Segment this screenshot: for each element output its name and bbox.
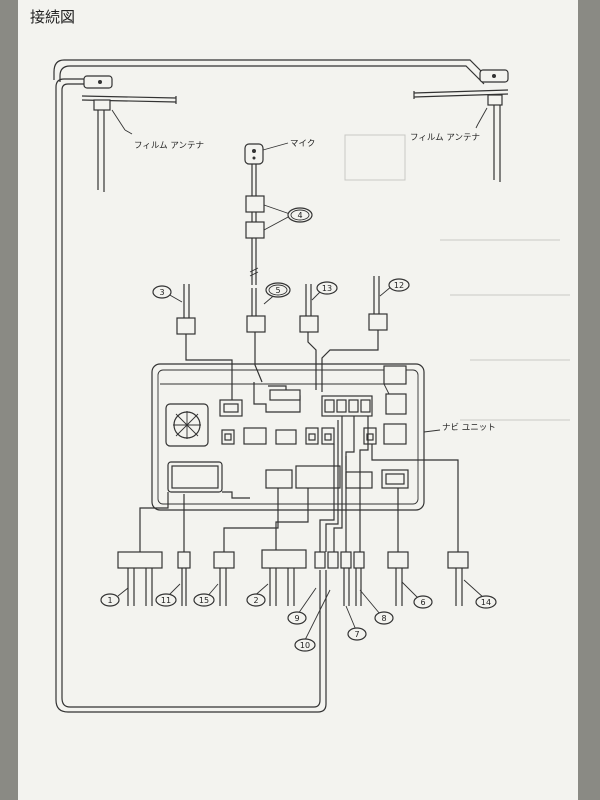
callout-11: 11 — [155, 593, 177, 607]
callout-1: 1 — [100, 593, 120, 607]
lower-wiring — [139, 416, 459, 552]
svg-text:2: 2 — [253, 596, 258, 605]
svg-text:5: 5 — [275, 286, 280, 295]
page-title: 接続図 — [30, 8, 76, 26]
svg-text:15: 15 — [199, 596, 209, 605]
svg-text:7: 7 — [354, 630, 359, 639]
svg-text:6: 6 — [420, 598, 425, 607]
mic-label: マイク — [290, 139, 315, 149]
svg-text:13: 13 — [322, 284, 332, 293]
callout-2: 2 — [246, 593, 266, 607]
navi-unit: ナビ ユニット — [151, 363, 496, 511]
microphone: マイク — [244, 139, 315, 316]
callout-10: 10 — [294, 638, 316, 652]
antenna-right-label: フィルム アンテナ — [410, 133, 480, 143]
svg-text:14: 14 — [481, 598, 491, 607]
film-antenna-right: フィルム アンテナ — [410, 69, 509, 182]
svg-text:9: 9 — [294, 614, 299, 623]
navi-unit-label: ナビ ユニット — [442, 423, 496, 433]
callout-15: 15 — [193, 593, 215, 607]
antenna-loop-cable — [53, 59, 489, 713]
callout-5: 5 — [265, 282, 291, 298]
callout-7: 7 — [347, 627, 367, 641]
svg-text:1: 1 — [107, 596, 112, 605]
svg-text:10: 10 — [300, 641, 310, 650]
antenna-left-label: フィルム アンテナ — [134, 141, 204, 151]
svg-text:8: 8 — [381, 614, 386, 623]
callout-6: 6 — [413, 595, 433, 609]
film-antenna-left: フィルム アンテナ — [81, 75, 204, 192]
callout-12: 12 — [388, 278, 410, 292]
svg-text:4: 4 — [297, 211, 302, 220]
svg-text:12: 12 — [394, 281, 404, 290]
background-ghost-print — [344, 134, 570, 421]
lower-harnesses — [117, 549, 469, 606]
callout-3: 3 — [152, 285, 172, 299]
callout-8: 8 — [374, 611, 394, 625]
svg-text:11: 11 — [161, 596, 171, 605]
svg-text:3: 3 — [159, 288, 164, 297]
callout-9: 9 — [287, 611, 307, 625]
callout-14: 14 — [475, 595, 497, 609]
callout-4: 4 — [287, 207, 313, 223]
callout-13: 13 — [316, 281, 338, 295]
